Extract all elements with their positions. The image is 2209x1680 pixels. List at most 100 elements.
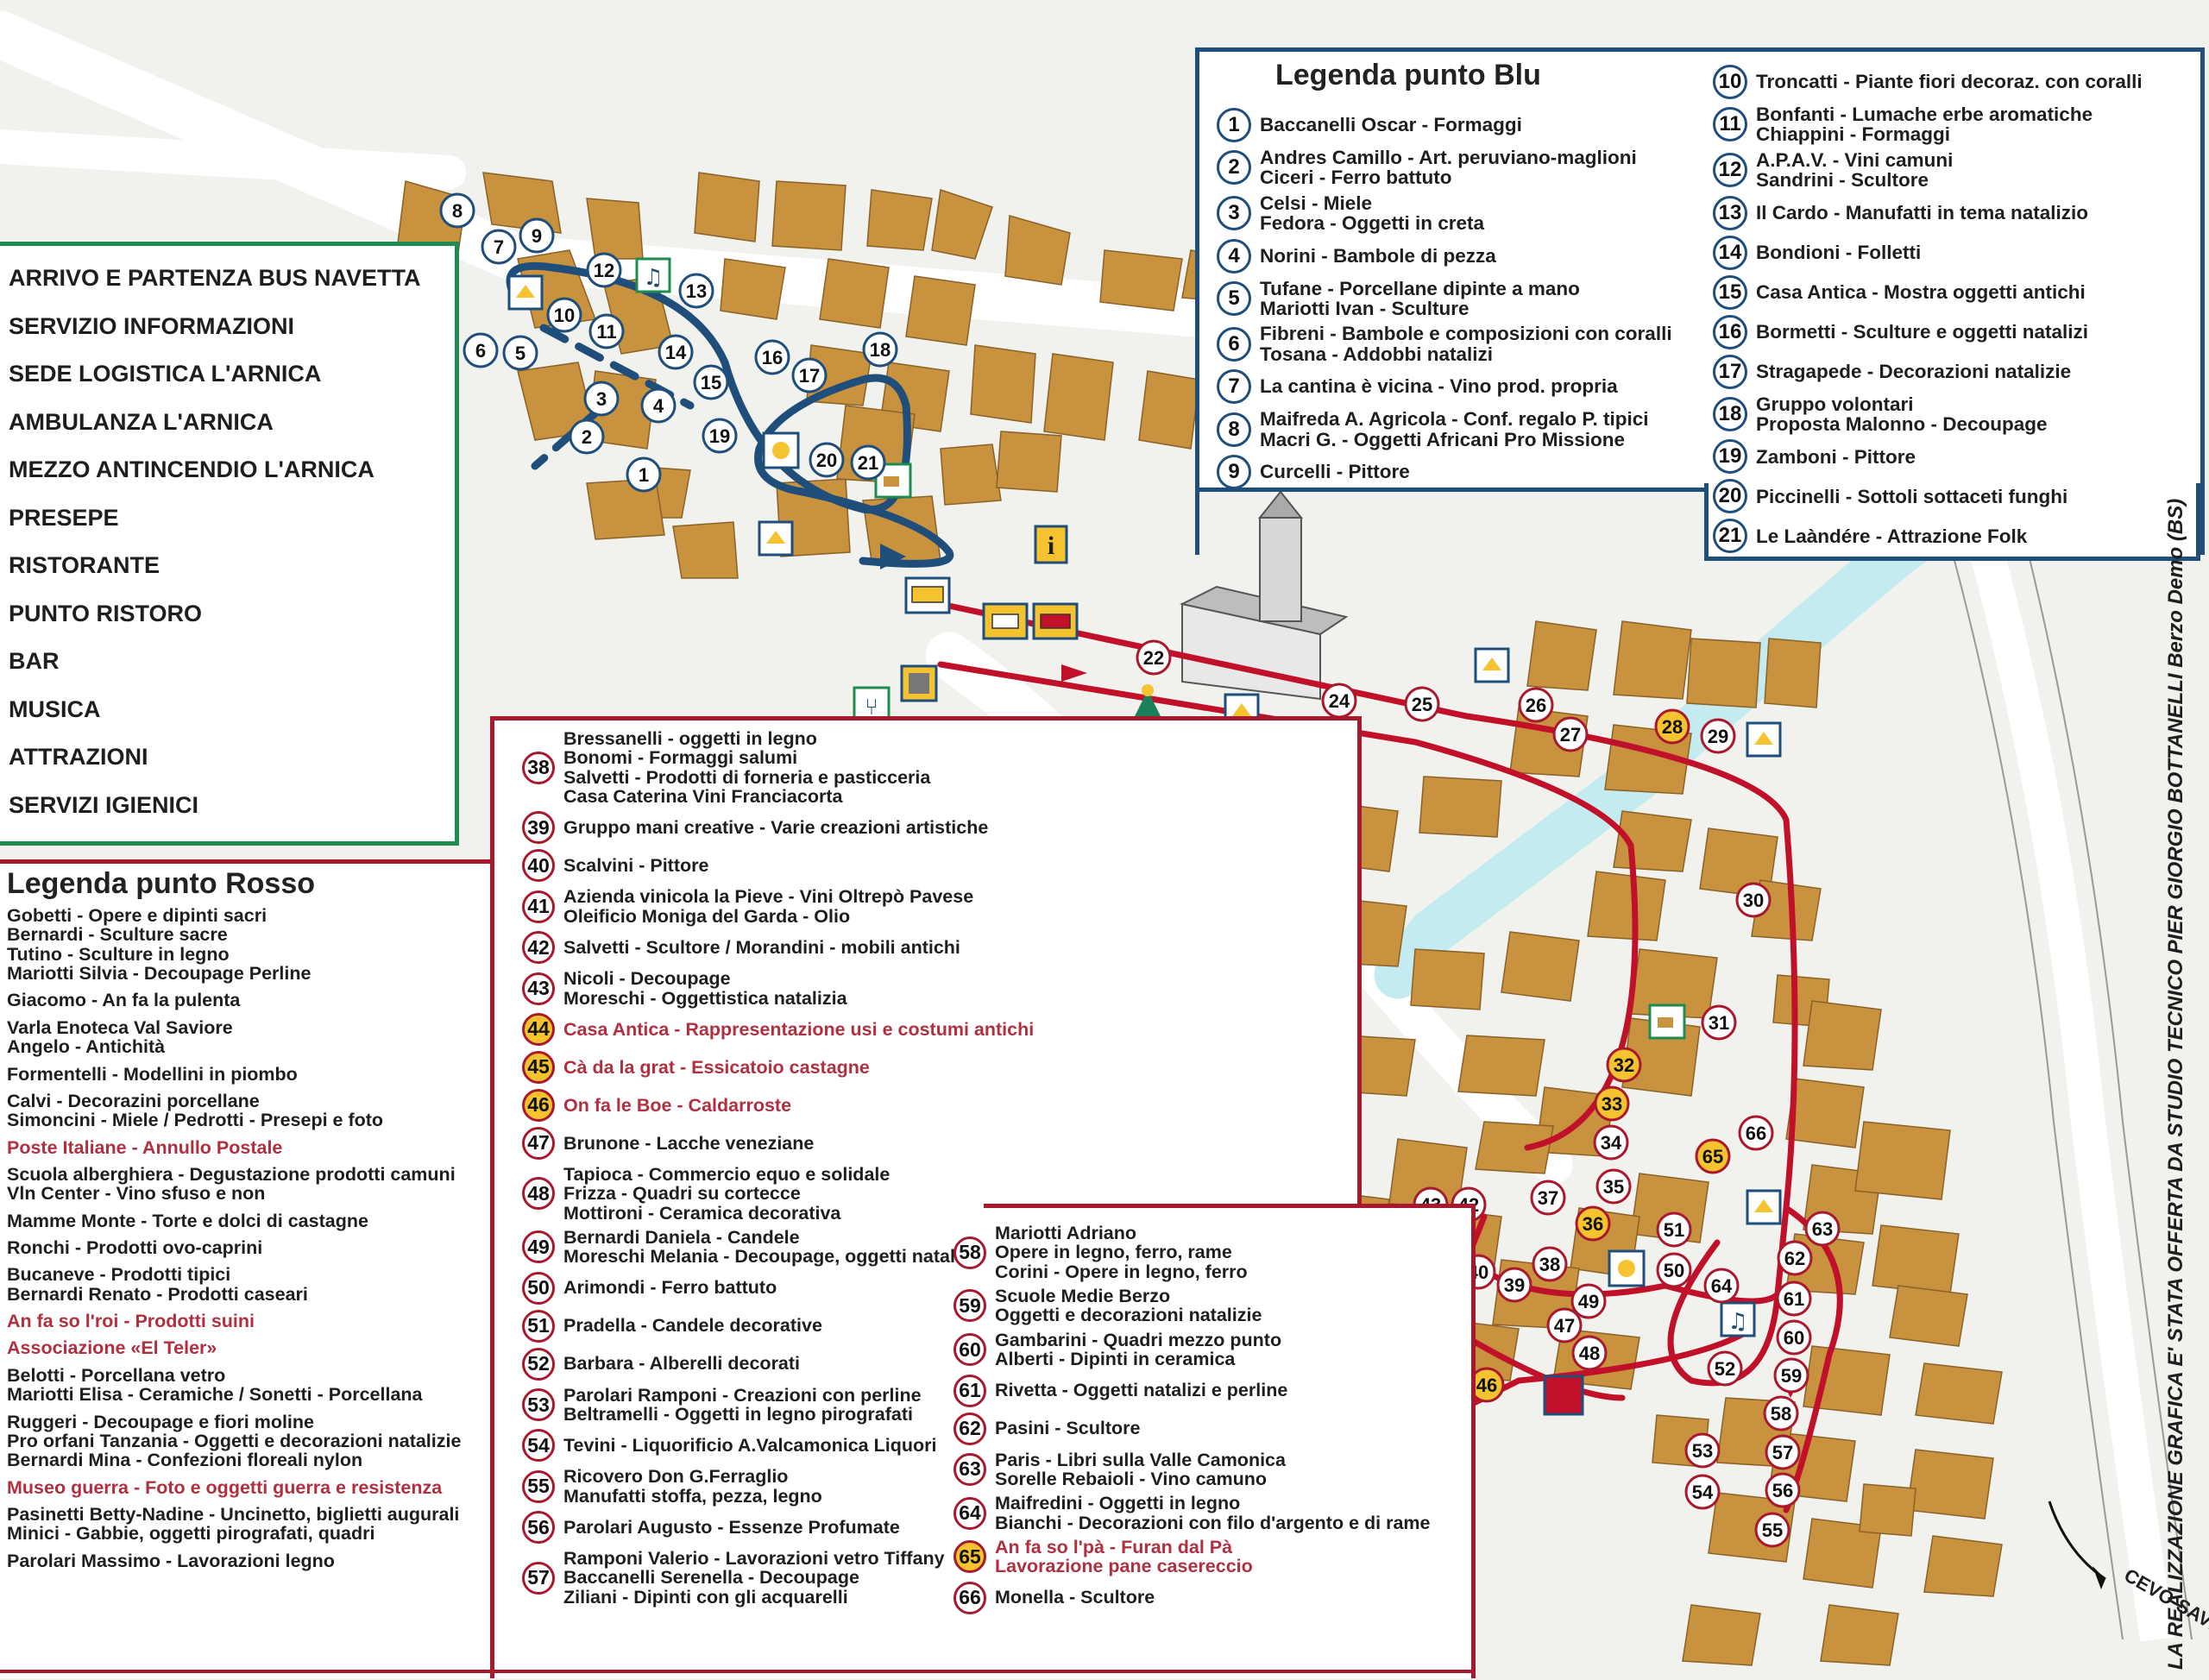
point-number-badge: 19	[1713, 439, 1747, 475]
map-marker-7[interactable]	[481, 229, 517, 265]
map-marker-65[interactable]	[1695, 1138, 1731, 1174]
map-marker-52[interactable]	[1707, 1350, 1743, 1387]
map-marker-label: 60	[1784, 1327, 1804, 1349]
red-route-arrow-2	[1061, 664, 1087, 682]
map-marker-1[interactable]	[626, 456, 662, 493]
map-marker-26[interactable]	[1518, 687, 1554, 723]
map-marker-label: 7	[494, 236, 504, 258]
map-marker-11[interactable]	[588, 313, 625, 349]
map-marker-13[interactable]	[678, 273, 714, 309]
legend-line: A.P.A.V. - Vini camuni	[1756, 148, 1954, 171]
point-number-badge: 56	[522, 1511, 555, 1545]
map-marker-12[interactable]	[586, 252, 622, 288]
legend-entry-text: Maifreda A. Agricola - Conf. regalo P. t…	[1260, 409, 1649, 450]
bus-icon[interactable]	[904, 576, 951, 614]
legend-line: Minici - Gabbie, oggetti pirografati, qu…	[7, 1523, 375, 1545]
map-marker-58[interactable]	[1763, 1395, 1799, 1431]
map-marker-19[interactable]	[702, 418, 738, 454]
map-marker-6[interactable]	[463, 332, 499, 368]
legend-line: Parolari Ramponi - Creazioni con perline	[563, 1384, 922, 1406]
map-marker-31[interactable]	[1701, 1004, 1737, 1041]
red-legend-shape	[0, 863, 494, 1678]
map-marker-56[interactable]	[1765, 1472, 1801, 1508]
map-marker-57[interactable]	[1765, 1434, 1801, 1470]
map-marker-38[interactable]	[1532, 1246, 1568, 1282]
map-marker-label: 61	[1784, 1288, 1804, 1310]
map-marker-32[interactable]	[1606, 1047, 1642, 1083]
legend-line: Tapioca - Commercio equo e solidale	[563, 1163, 891, 1185]
legend-line: Bernardi Daniela - Candele	[563, 1226, 800, 1248]
map-marker-55[interactable]	[1754, 1512, 1790, 1548]
map-marker-28[interactable]	[1654, 708, 1690, 745]
map-marker-25[interactable]	[1404, 686, 1440, 722]
point-number-badge: 8	[1217, 412, 1251, 447]
legend-entry-text: Tevini - Liquorificio A.Valcamonica Liqu…	[563, 1436, 936, 1456]
map-marker-label: 50	[1664, 1260, 1684, 1281]
map-marker-66[interactable]	[1738, 1115, 1774, 1151]
fire-truck-icon[interactable]	[1032, 602, 1079, 640]
map-marker-62[interactable]	[1777, 1240, 1813, 1276]
map-marker-33[interactable]	[1594, 1085, 1630, 1122]
map-marker-39[interactable]	[1496, 1267, 1532, 1303]
map-marker-48[interactable]	[1571, 1335, 1608, 1371]
map-marker-label: 1	[639, 464, 649, 486]
map-marker-63[interactable]	[1804, 1211, 1841, 1247]
info-icon[interactable]: i	[1034, 525, 1068, 564]
legend-line: Chiappini - Formaggi	[1756, 123, 1950, 146]
map-marker-label: 22	[1143, 647, 1164, 669]
map-marker-10[interactable]	[546, 297, 582, 333]
map-marker-4[interactable]	[640, 387, 677, 424]
map-marker-36[interactable]	[1575, 1205, 1611, 1242]
legend-line: Bianchi - Decorazioni con filo d'argento…	[995, 1512, 1431, 1533]
map-marker-49[interactable]	[1570, 1283, 1607, 1319]
point-number-badge: 18	[1713, 396, 1747, 431]
map-marker-22[interactable]	[1136, 639, 1172, 676]
map-marker-64[interactable]	[1703, 1268, 1740, 1304]
point-number-badge: 16	[1713, 314, 1747, 349]
map-marker-51[interactable]	[1656, 1211, 1692, 1248]
legend-line: Belotti - Porcellana vetro	[7, 1364, 226, 1386]
map-marker-8[interactable]	[439, 192, 475, 229]
map-marker-20[interactable]	[809, 442, 845, 478]
map-marker-50[interactable]	[1656, 1252, 1692, 1288]
map-marker-60[interactable]	[1776, 1319, 1812, 1356]
service-logistics: SEDE LOGISTICA L'ARNICA	[9, 361, 322, 387]
map-marker-17[interactable]	[791, 357, 828, 393]
ambulance-icon[interactable]	[982, 602, 1029, 640]
map-marker-29[interactable]	[1700, 718, 1736, 754]
legend-line: Scalvini - Pittore	[563, 855, 709, 877]
map-marker-3[interactable]	[583, 381, 620, 417]
map-marker-21[interactable]	[850, 444, 886, 481]
map-marker-35[interactable]	[1595, 1168, 1632, 1205]
map-marker-15[interactable]	[693, 364, 729, 400]
map-marker-47[interactable]	[1546, 1307, 1583, 1343]
map-marker-37[interactable]	[1530, 1180, 1566, 1216]
map-marker-5[interactable]	[502, 335, 538, 371]
legend-line: Manufatti stoffa, pezza, legno	[563, 1485, 822, 1507]
map-marker-30[interactable]	[1735, 882, 1772, 918]
map-marker-2[interactable]	[569, 418, 605, 455]
map-marker-54[interactable]	[1684, 1474, 1721, 1510]
map-marker-53[interactable]	[1684, 1432, 1721, 1469]
map-marker-59[interactable]	[1773, 1357, 1809, 1394]
svg-text:⑂: ⑂	[865, 695, 878, 720]
map-marker-label: 8	[452, 200, 463, 222]
legend-entry-text: Scuola alberghiera - Degustazione prodot…	[7, 1165, 456, 1204]
map-marker-18[interactable]	[862, 331, 898, 368]
map-marker-34[interactable]	[1593, 1124, 1629, 1161]
map-marker-14[interactable]	[658, 334, 694, 370]
legend-line: Vln Center - Vino sfuso e non	[7, 1183, 266, 1205]
map-marker-27[interactable]	[1552, 716, 1589, 752]
map-marker-9[interactable]	[519, 217, 555, 254]
map-marker-16[interactable]	[754, 339, 790, 375]
map-marker-label: 9	[532, 225, 542, 247]
map-marker-61[interactable]	[1776, 1280, 1812, 1317]
